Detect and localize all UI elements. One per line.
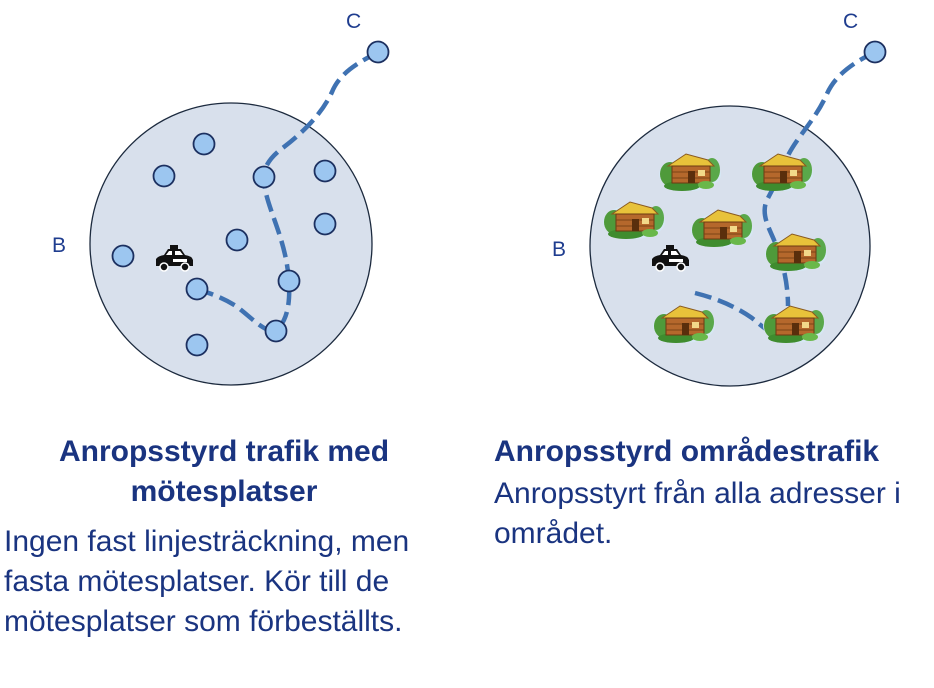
left-title: Anropsstyrd trafik med mötesplatser xyxy=(12,432,436,512)
meeting-point-icon xyxy=(279,271,300,292)
left-label-c: C xyxy=(346,10,361,33)
right-diagram: B C xyxy=(552,10,886,386)
meeting-point-icon xyxy=(187,335,208,356)
meeting-point-icon xyxy=(194,134,215,155)
meeting-point-icon xyxy=(254,167,275,188)
right-title: Anropsstyrd områdestrafik xyxy=(494,432,934,472)
meeting-point-icon xyxy=(315,161,336,182)
right-label-b: B xyxy=(552,238,566,261)
meeting-point-icon xyxy=(315,214,336,235)
left-endpoint-c xyxy=(368,42,389,63)
left-description: Ingen fast linjesträckning, men fasta mö… xyxy=(4,522,434,642)
meeting-point-icon xyxy=(227,230,248,251)
right-description: Anropsstyrt från alla adresser i området… xyxy=(494,474,914,554)
meeting-point-icon xyxy=(154,166,175,187)
right-label-c: C xyxy=(843,10,858,33)
left-label-b: B xyxy=(52,234,66,257)
meeting-point-icon xyxy=(113,246,134,267)
meeting-point-icon xyxy=(266,321,287,342)
meeting-point-icon xyxy=(187,279,208,300)
left-diagram: B C xyxy=(52,10,389,385)
right-endpoint-c xyxy=(865,42,886,63)
diagram-canvas: B C B C xyxy=(0,0,934,420)
